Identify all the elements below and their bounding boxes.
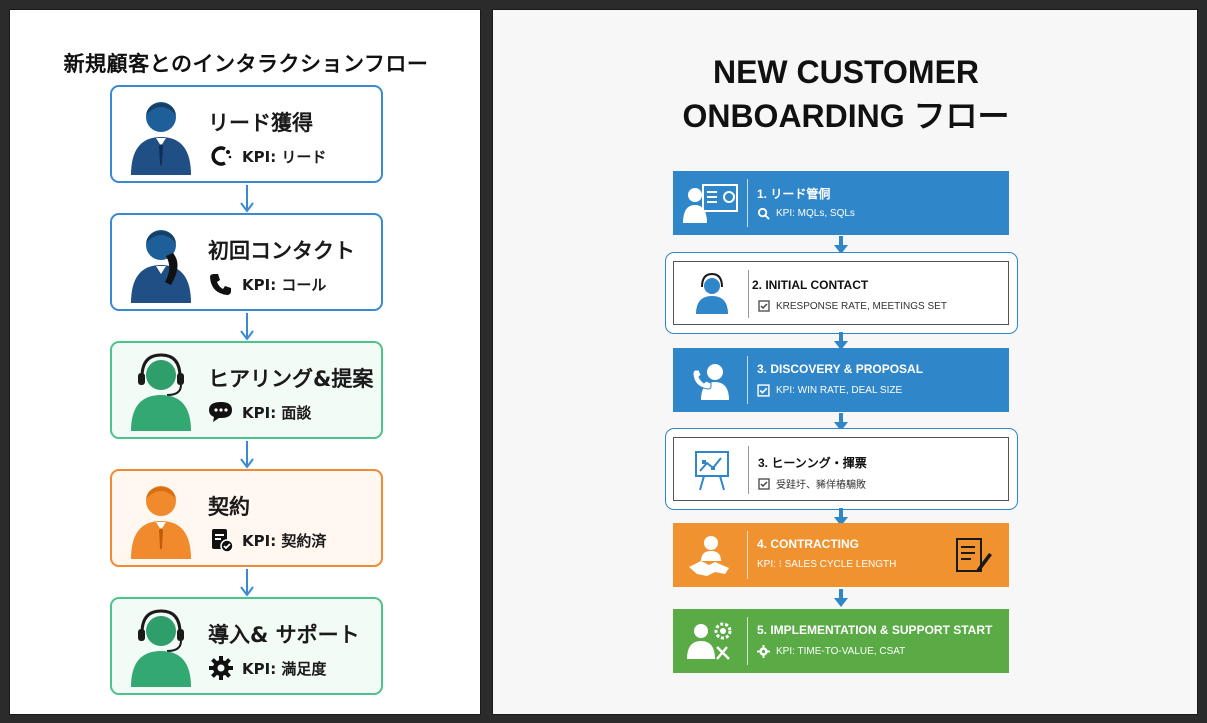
headset-agent-icon — [131, 609, 191, 687]
right-step-separator — [748, 446, 749, 494]
right-title-line1: NEW CUSTOMER — [712, 54, 980, 90]
left-step-title: ヒアリング&提案 — [208, 367, 374, 391]
down-arrow-icon — [240, 569, 254, 597]
right-step-contracting: 4. CONTRACTING KPI: ⁝ SALES CYCLE LENGTH — [673, 523, 1009, 587]
presenter-board-icon — [683, 184, 738, 223]
left-step-kpi-text: KPI: 満足度 — [242, 659, 327, 678]
down-arrow-icon — [834, 332, 848, 350]
checkbox-icon — [758, 477, 770, 490]
right-step-kpi-text: KPI: MQLs, SQLs — [776, 208, 855, 219]
right-step-initial-contact: 2. INITIAL CONTACT KRESPONSE RATE, MEETI… — [665, 252, 1018, 334]
down-arrow-icon — [240, 441, 254, 469]
left-step-kpi-text: KPI: コール — [242, 275, 327, 294]
chart-easel-icon — [695, 451, 729, 491]
right-step-title: 1. リード管侗 — [757, 187, 831, 201]
right-step-kpi: KRESPONSE RATE, MEETINGS SET — [758, 300, 947, 312]
handshake-icon — [689, 536, 729, 576]
right-title-line2: ONBOARDING フロー — [682, 98, 1010, 134]
right-step-kpi: 受跬圩、豨佯樁騸敗 — [758, 476, 866, 491]
left-step-hearing-proposal: ヒアリング&提案 KPI: 面談 — [110, 341, 383, 439]
left-step-kpi: KPI: コール — [208, 271, 326, 297]
down-arrow-icon — [240, 313, 254, 341]
left-step-title: 契約 — [208, 495, 250, 519]
right-step-separator — [747, 179, 748, 227]
right-step-kpi: KPI: ⁝ SALES CYCLE LENGTH — [757, 559, 896, 570]
right-step-kpi-text: KPI: WIN RATE, DEAL SIZE — [776, 385, 903, 396]
gear-icon — [757, 645, 770, 658]
checkbox-icon — [758, 300, 770, 312]
left-flow-panel: 新規顧客とのインタラクションフロー リード獲得 KPI: リード — [9, 9, 481, 715]
gear-icon — [209, 656, 233, 680]
left-step-title: 導入& サポート — [208, 623, 360, 647]
right-step-title: 5. IMPLEMENTATION & SUPPORT START — [757, 623, 993, 637]
right-step-kpi-text: 受跬圩、豨佯樁騸敗 — [776, 480, 866, 491]
right-step-hearing: 3. ヒーンング・揮票 受跬圩、豨佯樁騸敗 — [665, 428, 1018, 510]
right-step-kpi: KPI: MQLs, SQLs — [757, 207, 855, 220]
right-step-kpi-text: KPI: ⁝ SALES CYCLE LENGTH — [757, 559, 897, 570]
headset-agent-icon — [696, 272, 728, 314]
right-step-kpi-text: KRESPONSE RATE, MEETINGS SET — [776, 300, 947, 312]
left-step-kpi: KPI: 面談 — [208, 399, 311, 425]
right-step-lead: 1. リード管侗 KPI: MQLs, SQLs — [673, 171, 1009, 235]
left-step-contract: 契約 KPI: 契約済 — [110, 469, 383, 567]
right-step-separator — [747, 531, 748, 579]
phone-icon — [210, 274, 231, 295]
phone-person-icon — [692, 364, 729, 400]
down-arrow-icon — [834, 508, 848, 526]
search-icon — [757, 207, 770, 220]
down-arrow-icon — [834, 589, 848, 607]
right-step-title: 4. CONTRACTING — [757, 537, 859, 551]
right-step-title: 3. DISCOVERY & PROPOSAL — [757, 362, 924, 376]
right-step-kpi: KPI: TIME-TO-VALUE, CSAT — [757, 645, 905, 658]
left-step-kpi-text: KPI: 面談 — [242, 403, 312, 422]
down-arrow-icon — [834, 413, 848, 431]
left-step-title: 初回コンタクト — [208, 239, 355, 263]
right-step-kpi: KPI: WIN RATE, DEAL SIZE — [757, 384, 902, 397]
left-step-first-contact: 初回コンタクト KPI: コール — [110, 213, 383, 311]
left-step-kpi: KPI: 契約済 — [208, 527, 326, 553]
document-edit-icon — [956, 538, 992, 572]
left-step-onboarding-support: 導入& サポート KPI: 満足度 — [110, 597, 383, 695]
left-flow-title: 新規顧客とのインタラクションフロー — [63, 52, 429, 76]
left-step-kpi: KPI: 満足度 — [208, 655, 326, 681]
businessman-orange-icon — [131, 486, 191, 559]
right-step-inner-box: 3. ヒーンング・揮票 受跬圩、豨佯樁騸敗 — [673, 437, 1009, 501]
left-step-kpi-text: KPI: リード — [242, 147, 327, 166]
person-gear-icon — [687, 622, 732, 660]
lead-spinner-icon — [211, 146, 232, 166]
left-step-title: リード獲得 — [208, 111, 313, 135]
right-step-kpi-text: KPI: TIME-TO-VALUE, CSAT — [776, 646, 906, 657]
chat-bubble-icon — [209, 402, 232, 422]
right-step-title: 3. ヒーンング・揮票 — [758, 456, 867, 470]
right-step-inner-box: 2. INITIAL CONTACT KRESPONSE RATE, MEETI… — [673, 261, 1009, 325]
right-flow-title: NEW CUSTOMER ONBOARDING フロー — [493, 50, 1199, 138]
businessman-phone-icon — [131, 230, 191, 303]
checkbox-icon — [757, 384, 770, 397]
right-step-implementation-support: 5. IMPLEMENTATION & SUPPORT START KPI: T… — [673, 609, 1009, 673]
right-step-separator — [747, 356, 748, 404]
right-step-separator — [748, 270, 749, 318]
right-step-title: 2. INITIAL CONTACT — [752, 278, 869, 292]
down-arrow-icon — [834, 236, 848, 254]
contract-check-icon — [212, 529, 234, 553]
businessman-icon — [131, 102, 191, 175]
left-step-lead: リード獲得 KPI: リード — [110, 85, 383, 183]
down-arrow-icon — [240, 185, 254, 213]
left-step-kpi: KPI: リード — [208, 143, 326, 169]
headset-agent-icon — [131, 353, 191, 431]
left-step-kpi-text: KPI: 契約済 — [242, 531, 327, 550]
right-step-separator — [747, 617, 748, 665]
right-flow-panel: NEW CUSTOMER ONBOARDING フロー 1. リード管侗 KPI… — [492, 9, 1198, 715]
panel-divider — [483, 0, 491, 723]
right-step-discovery-proposal: 3. DISCOVERY & PROPOSAL KPI: WIN RATE, D… — [673, 348, 1009, 412]
